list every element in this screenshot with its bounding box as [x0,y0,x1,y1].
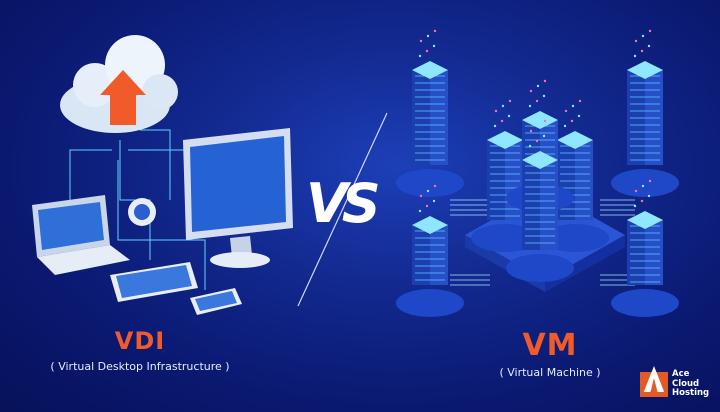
divider-line [297,112,388,307]
server-tower [611,179,679,317]
platform-side [545,235,625,292]
lock-icon [128,198,156,226]
monitor-icon [183,128,293,268]
ace-cloud-hosting-logo: Ace Cloud Hosting [640,365,716,401]
vdi-title: VDI [114,327,166,355]
vs-label: VS [306,172,381,235]
vm-title: VM [522,328,578,363]
server-tower [396,29,464,197]
phone-icon [190,288,242,315]
logo-line-1: Ace [672,369,690,379]
logo-line-2: Cloud [672,378,700,389]
vm-subtitle: ( Virtual Machine ) [499,366,601,379]
server-tower [611,29,679,197]
logo-line-3: Hosting [672,388,710,398]
vm-illustration [396,29,679,317]
server-tower [506,119,574,282]
laptop-icon [32,195,130,275]
upload-arrow-icon [100,70,146,125]
tablet-icon [110,262,198,302]
vdi-illustration [32,35,293,315]
circuit-lines [450,199,635,286]
server-tower [396,184,464,317]
vdi-subtitle: ( Virtual Desktop Infrastructure ) [50,360,230,373]
logo-mark-icon [640,366,668,397]
